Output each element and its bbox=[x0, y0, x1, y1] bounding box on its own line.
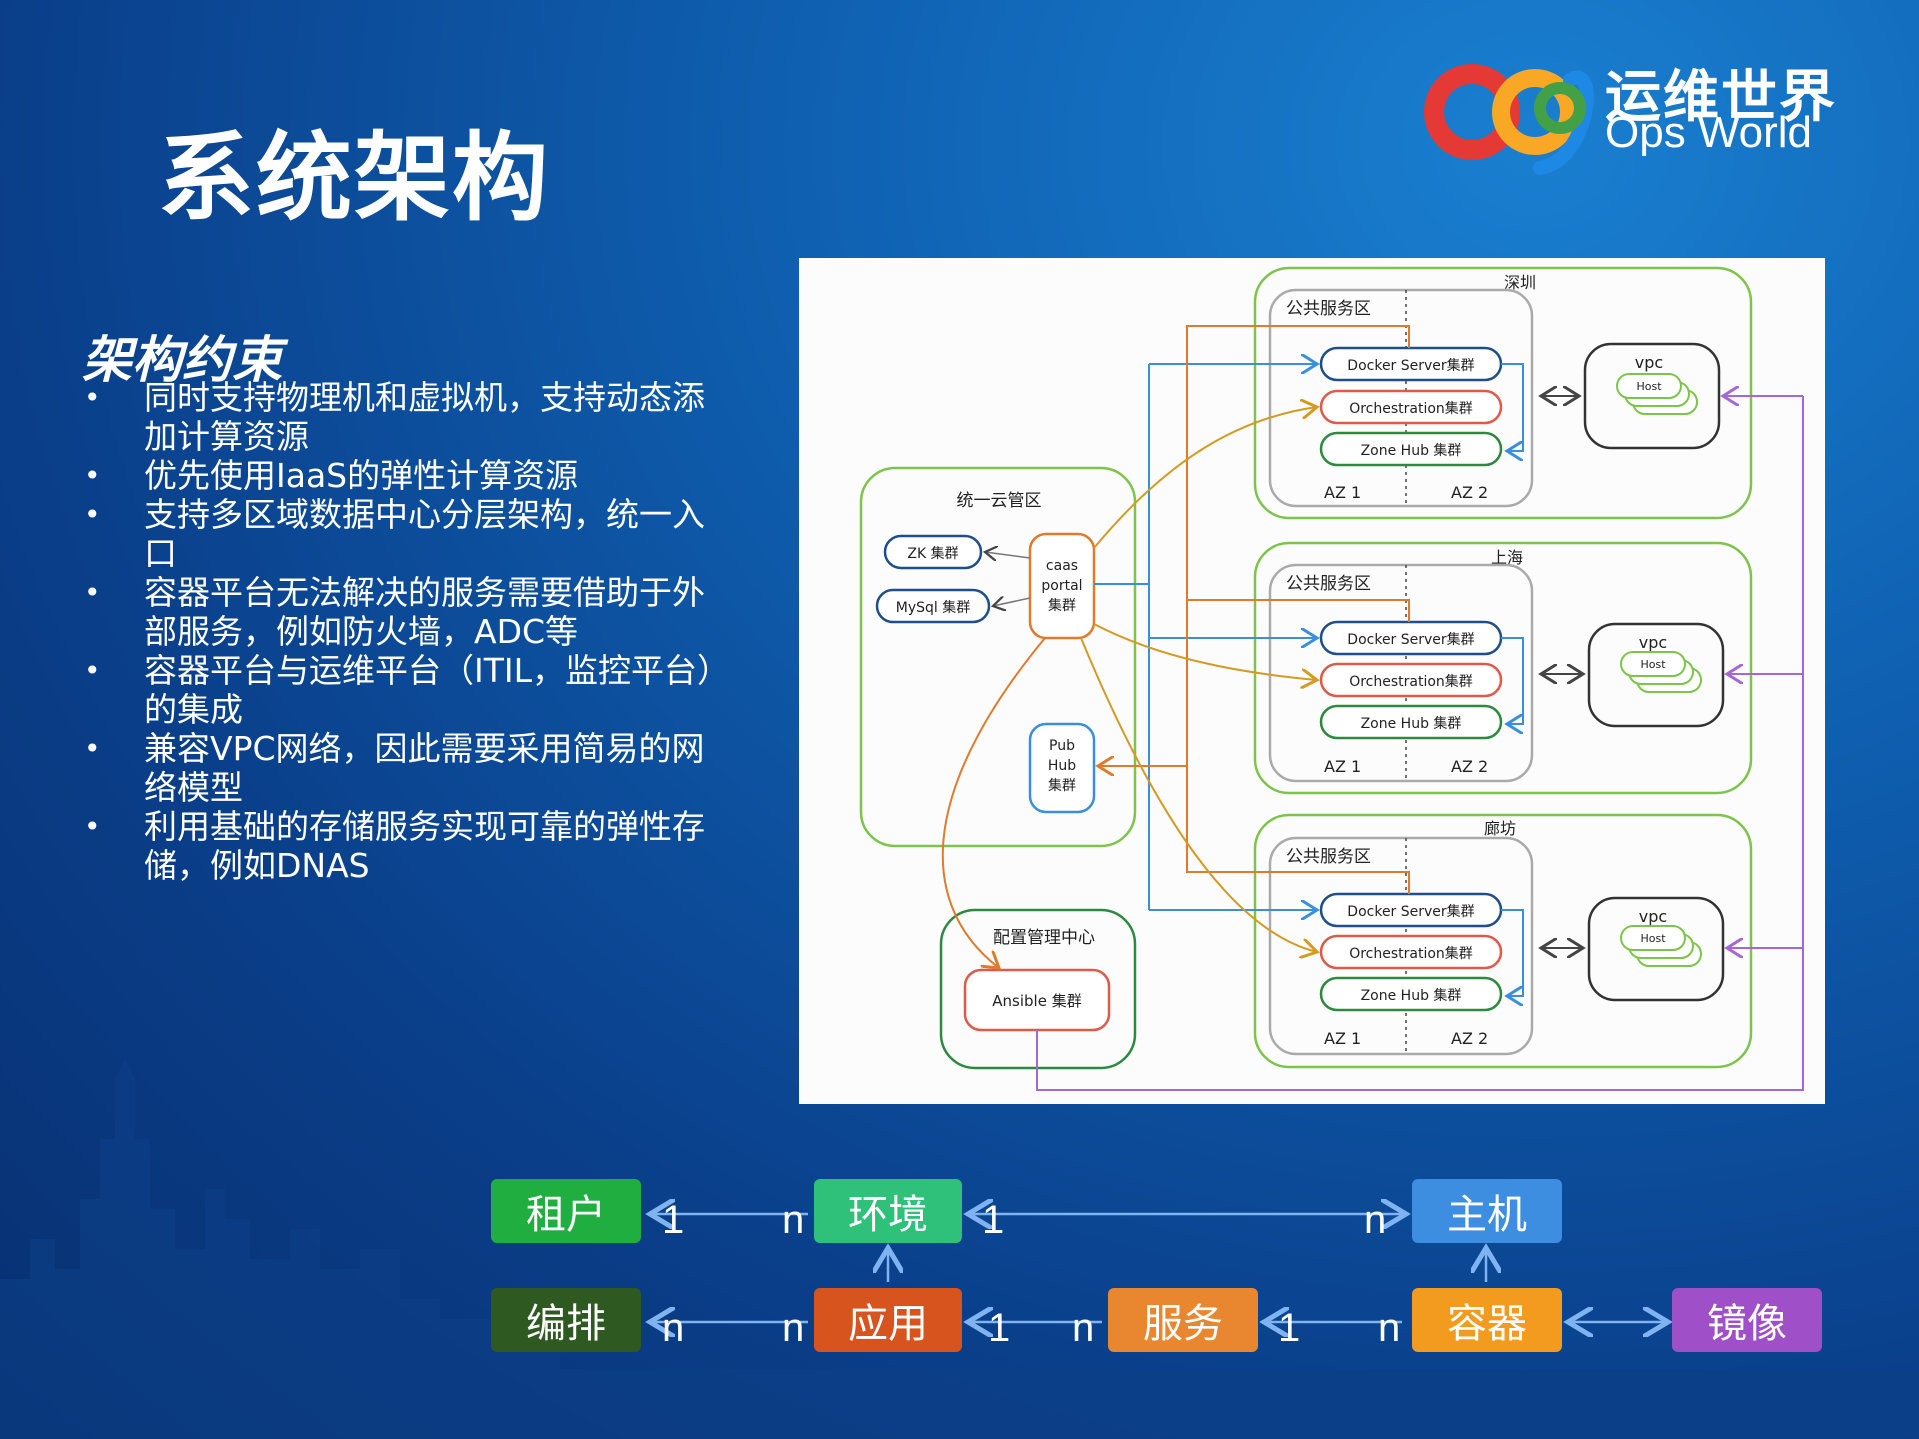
architecture-diagram-svg: 统一云管区 ZK 集群 MySql 集群 caas portal 集群 Pub … bbox=[859, 266, 1804, 1091]
environment-box: 环境 bbox=[814, 1179, 962, 1243]
orchestration-label: Orchestration集群 bbox=[1349, 945, 1473, 962]
host-label: Host bbox=[1640, 932, 1666, 945]
az2-label: AZ 2 bbox=[1451, 483, 1488, 502]
host-box: 主机 bbox=[1412, 1179, 1562, 1243]
cardinality-label: n bbox=[782, 1306, 805, 1350]
orchestration-label: Orchestration集群 bbox=[1349, 673, 1473, 690]
cardinality-label: n bbox=[1072, 1306, 1095, 1350]
pubhub-cluster bbox=[1028, 722, 1096, 814]
public-zone-label: 公共服务区 bbox=[1286, 299, 1371, 319]
az2-label: AZ 2 bbox=[1451, 757, 1488, 776]
zone-hub-label: Zone Hub 集群 bbox=[1361, 442, 1462, 459]
architecture-diagram: 统一云管区 ZK 集群 MySql 集群 caas portal 集群 Pub … bbox=[799, 258, 1825, 1104]
cardinality-label: 1 bbox=[982, 1198, 1005, 1242]
zk-cluster bbox=[883, 534, 983, 570]
region-name: 廊坊 bbox=[1484, 819, 1516, 838]
constraint-item: 同时支持物理机和虚拟机，支持动态添加计算资源 bbox=[82, 378, 722, 456]
constraint-item: 支持多区域数据中心分层架构，统一入口 bbox=[82, 495, 722, 573]
az1-label: AZ 1 bbox=[1324, 1029, 1361, 1048]
az1-label: AZ 1 bbox=[1324, 757, 1361, 776]
zone-hub-label: Zone Hub 集群 bbox=[1361, 715, 1462, 732]
region-shanghai: 上海 公共服务区 Docker Server集群 Orchestration集群… bbox=[1253, 541, 1753, 795]
cardinality-label: n bbox=[662, 1306, 685, 1350]
logo-text-en: Ops World bbox=[1605, 108, 1813, 157]
constraints-list: 同时支持物理机和虚拟机，支持动态添加计算资源 优先使用IaaS的弹性计算资源 支… bbox=[82, 378, 722, 885]
zk-cluster-label: ZK 集群 bbox=[907, 545, 958, 562]
caas-portal-cluster bbox=[1028, 532, 1096, 640]
cardinality-label: n bbox=[1378, 1306, 1401, 1350]
host-label: Host bbox=[1640, 658, 1666, 671]
logo-text-cn: 运维世界 bbox=[1605, 65, 1837, 130]
ops-world-logo bbox=[1424, 64, 1594, 175]
caas-label-3: 集群 bbox=[1048, 597, 1076, 614]
constraint-item: 兼容VPC网络，因此需要采用简易的网络模型 bbox=[82, 729, 722, 807]
cardinality-label: 1 bbox=[662, 1198, 685, 1242]
mysql-cluster-label: MySql 集群 bbox=[896, 599, 970, 616]
docker-server-label: Docker Server集群 bbox=[1347, 631, 1474, 648]
caas-label-2: portal bbox=[1041, 578, 1082, 594]
service-box: 服务 bbox=[1108, 1288, 1258, 1352]
orchestration-label: Orchestration集群 bbox=[1349, 400, 1473, 417]
region-name: 上海 bbox=[1491, 548, 1523, 567]
docker-server-label: Docker Server集群 bbox=[1347, 903, 1474, 920]
az1-label: AZ 1 bbox=[1324, 483, 1361, 502]
mgmt-zone-title: 统一云管区 bbox=[957, 491, 1042, 511]
caas-label-1: caas bbox=[1046, 558, 1078, 574]
region-name: 深圳 bbox=[1504, 273, 1536, 292]
tenant-box: 租户 bbox=[491, 1179, 641, 1243]
region-shenzhen: 深圳 公共服务区 Docker Server集群 Orchestration集群… bbox=[1253, 266, 1753, 520]
cardinality-label: n bbox=[782, 1198, 805, 1242]
public-zone-label: 公共服务区 bbox=[1286, 574, 1371, 594]
pubhub-label-1: Pub bbox=[1049, 738, 1075, 754]
city-skyline-background bbox=[0, 1059, 1919, 1439]
vpc-label: vpc bbox=[1639, 633, 1667, 652]
constraint-item: 利用基础的存储服务实现可靠的弹性存储，例如DNAS bbox=[82, 807, 722, 885]
config-center-title: 配置管理中心 bbox=[993, 928, 1095, 948]
cardinality-label: n bbox=[1364, 1198, 1387, 1242]
vpc-label: vpc bbox=[1635, 353, 1663, 372]
pubhub-label-3: 集群 bbox=[1048, 777, 1076, 794]
docker-server-label: Docker Server集群 bbox=[1347, 357, 1474, 374]
host-label: Host bbox=[1636, 380, 1662, 393]
constraint-item: 容器平台无法解决的服务需要借助于外部服务，例如防火墙，ADC等 bbox=[82, 573, 722, 651]
public-zone-label: 公共服务区 bbox=[1286, 847, 1371, 867]
ansible-cluster-label: Ansible 集群 bbox=[992, 992, 1081, 1010]
cardinality-label: 1 bbox=[1278, 1306, 1301, 1350]
vpc-label: vpc bbox=[1639, 907, 1667, 926]
orchestration-box: 编排 bbox=[491, 1288, 641, 1352]
constraint-item: 优先使用IaaS的弹性计算资源 bbox=[82, 456, 722, 495]
constraint-item: 容器平台与运维平台（ITIL，监控平台）的集成 bbox=[82, 651, 722, 729]
application-box: 应用 bbox=[814, 1288, 962, 1352]
image-box: 镜像 bbox=[1672, 1288, 1822, 1352]
az2-label: AZ 2 bbox=[1451, 1029, 1488, 1048]
container-box: 容器 bbox=[1412, 1288, 1562, 1352]
zone-hub-label: Zone Hub 集群 bbox=[1361, 987, 1462, 1004]
page-title: 系统架构 bbox=[158, 122, 550, 234]
pubhub-label-2: Hub bbox=[1048, 758, 1076, 774]
mgmt-zone bbox=[859, 466, 1137, 848]
mysql-cluster bbox=[875, 588, 991, 624]
cardinality-label: 1 bbox=[988, 1306, 1011, 1350]
region-langfang: 廊坊 公共服务区 Docker Server集群 Orchestration集群… bbox=[1253, 813, 1753, 1069]
